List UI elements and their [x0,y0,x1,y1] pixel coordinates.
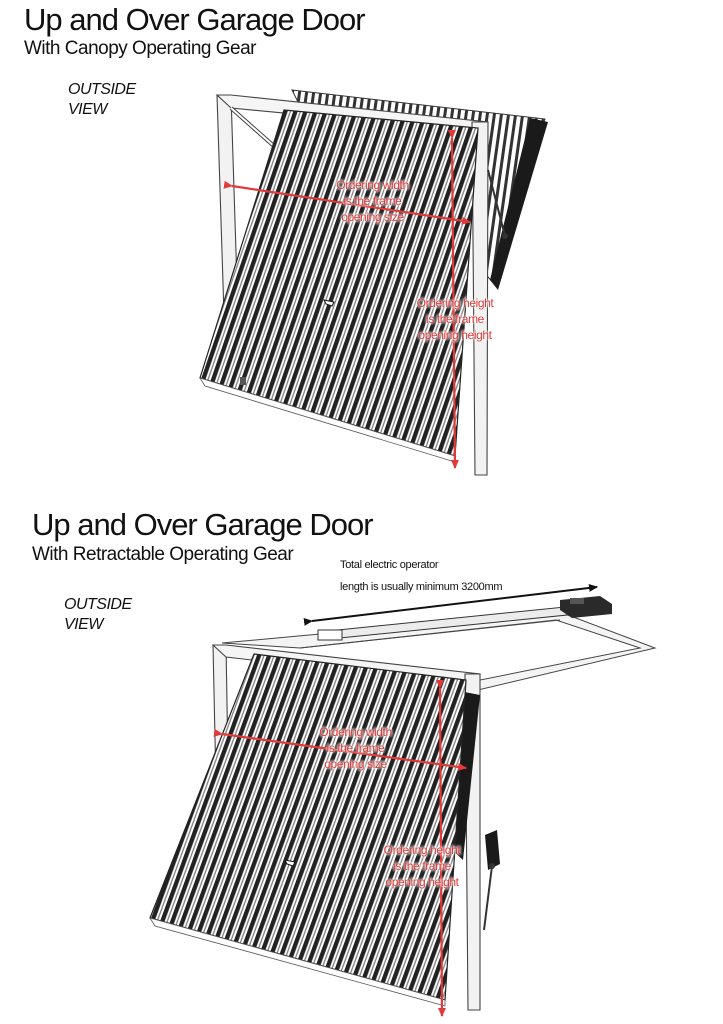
height-label-line: is the frame [393,859,451,873]
view-line-2: VIEW [64,616,103,633]
retractable-door-drawing [149,583,657,1017]
canopy-width-label: Ordering width is the frame opening size [315,177,430,225]
arm-bracket-icon [502,233,508,239]
arm-bracket-icon [483,830,500,931]
canopy-height-label: Ordering height is the frame opening hei… [405,295,505,343]
canopy-door-title: Up and Over Garage Door [24,2,366,37]
canopy-outside-view-label: OUTSIDE VIEW [68,80,136,120]
door-main-panel [149,653,467,1001]
width-dimension-arrow [223,180,471,225]
handle-icon [284,859,296,867]
height-dimension-arrow [447,129,459,469]
width-dimension-arrow [213,728,467,771]
width-label-line: opening size [341,210,404,224]
handle-icon [323,299,335,307]
width-label-line: is the frame [343,194,402,208]
height-label-line: Ordering height [416,296,494,310]
operator-rail [317,605,578,641]
height-label-line: is the frame [426,312,484,326]
view-line-1: OUTSIDE [64,596,132,613]
retractable-height-label: Ordering height is the frame opening hei… [372,842,472,890]
operator-length-arrow [303,583,598,626]
retractable-door-subtitle: With Retractable Operating Gear [32,544,294,565]
width-label-line: Ordering width [319,725,392,739]
canopy-door-subtitle: With Canopy Operating Gear [24,38,257,59]
retractable-outside-view-label: OUTSIDE VIEW [64,595,132,635]
height-label-line: opening height [418,328,492,342]
height-label-line: Ordering height [383,843,461,857]
retractable-width-label: Ordering width is the frame opening size [298,724,413,772]
operator-motor-icon [560,596,612,618]
width-label-line: opening size [324,757,387,771]
retractable-door-section: Up and Over Garage Door With Retractable… [0,500,723,1024]
width-label-line: is the frame [326,741,385,755]
view-line-2: VIEW [68,101,107,118]
canopy-door-drawing [199,89,548,476]
view-line-1: OUTSIDE [68,81,136,98]
operator-note-line: Total electric operator [340,559,439,571]
height-dimension-arrow [435,679,446,1017]
retractable-door-title: Up and Over Garage Door [32,507,374,542]
door-main-panel [199,109,479,457]
canopy-door-section: Up and Over Garage Door With Canopy Oper… [0,0,723,495]
height-label-line: opening height [385,875,459,889]
width-label-line: Ordering width [336,178,409,192]
frame-right-post [471,121,489,476]
